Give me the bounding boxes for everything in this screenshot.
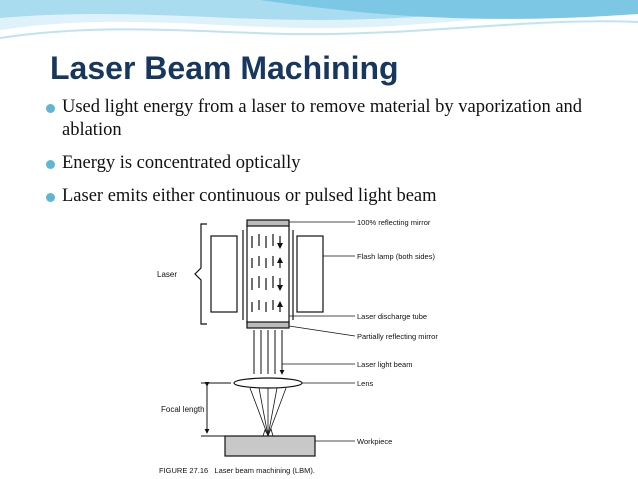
label-laser-beam: Laser light beam bbox=[357, 360, 412, 369]
figure-caption: FIGURE 27.16 Laser beam machining (LBM). bbox=[159, 466, 315, 475]
bullet-text: Energy is concentrated optically bbox=[62, 153, 301, 173]
bullet-dot-icon bbox=[46, 104, 55, 113]
bullet-list: Used light energy from a laser to remove… bbox=[18, 96, 618, 218]
bullet-dot-icon bbox=[46, 193, 55, 202]
workpiece bbox=[224, 435, 316, 457]
laser-beam-machining-diagram: Laser Focal length 100% reflecting mirro… bbox=[155, 216, 480, 479]
bullet-item-1: Used light energy from a laser to remove… bbox=[18, 96, 618, 142]
label-flash-lamp: Flash lamp (both sides) bbox=[357, 252, 435, 261]
bullet-text: Used light energy from a laser to remove… bbox=[62, 97, 583, 140]
flash-lamp-right bbox=[296, 235, 324, 313]
header-wave-decoration bbox=[0, 0, 638, 39]
label-lens: Lens bbox=[357, 379, 374, 388]
label-discharge-tube: Laser discharge tube bbox=[357, 312, 427, 321]
flash-lamp-left bbox=[210, 235, 238, 313]
page-title: Laser Beam Machining bbox=[50, 50, 399, 86]
label-mirror-100: 100% reflecting mirror bbox=[357, 218, 431, 227]
label-workpiece: Workpiece bbox=[357, 437, 392, 446]
laser-tube bbox=[242, 219, 294, 329]
bullet-item-2: Energy is concentrated optically bbox=[18, 152, 618, 175]
label-partial-mirror: Partially reflecting mirror bbox=[357, 332, 438, 341]
bullet-dot-icon bbox=[46, 160, 55, 169]
label-laser: Laser bbox=[157, 270, 177, 279]
laser-light-beam bbox=[253, 330, 282, 374]
bullet-item-3: Laser emits either continuous or pulsed … bbox=[18, 185, 618, 208]
label-focal-length: Focal length bbox=[161, 405, 205, 414]
bullet-text: Laser emits either continuous or pulsed … bbox=[62, 186, 437, 206]
